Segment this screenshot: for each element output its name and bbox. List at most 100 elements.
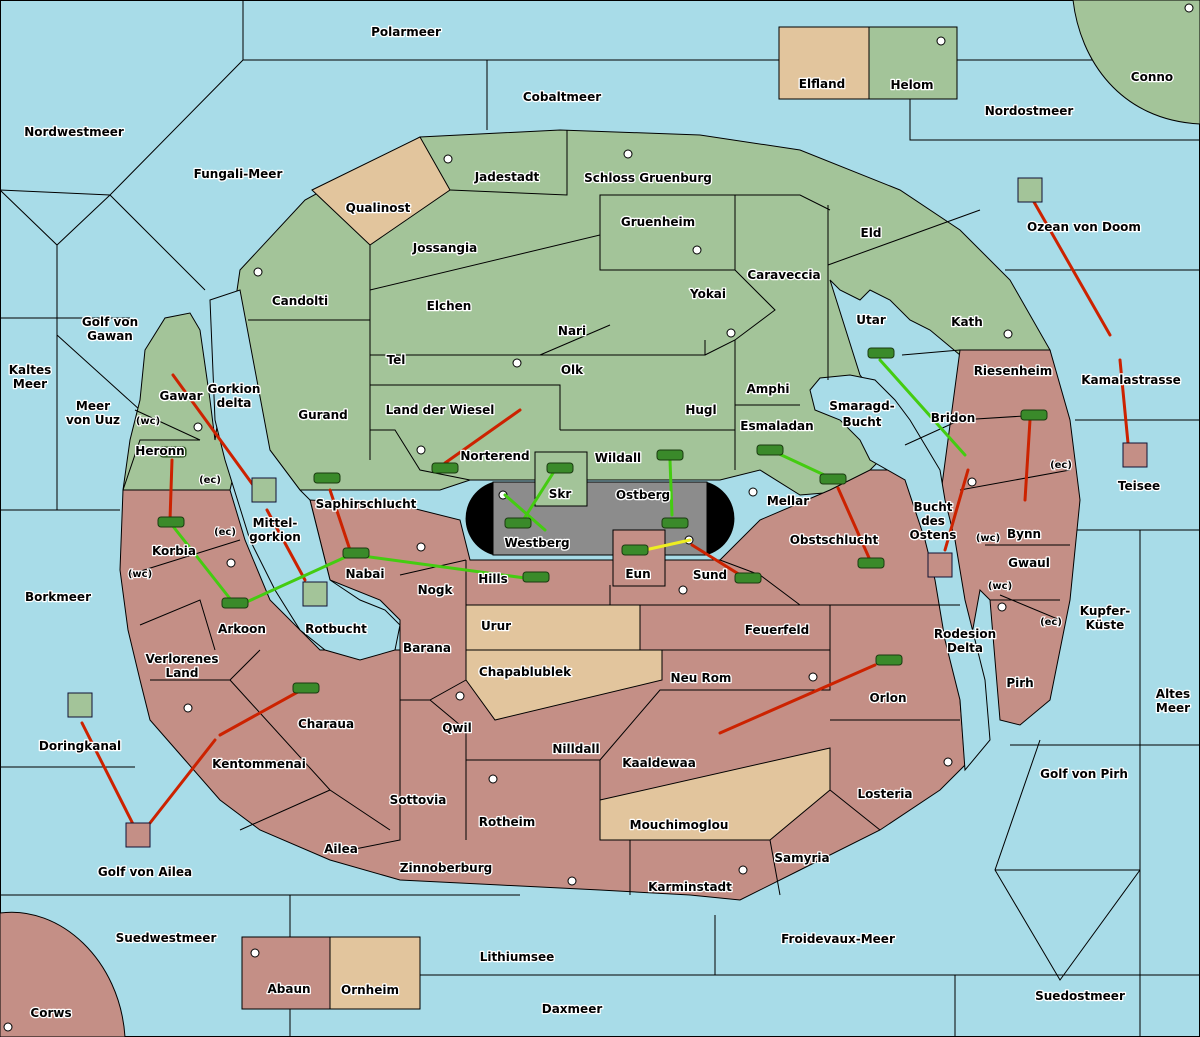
svg-text:Olk: Olk <box>561 363 584 377</box>
svg-text:Orlon: Orlon <box>869 691 906 705</box>
svg-text:Kentommenai: Kentommenai <box>212 757 306 771</box>
svg-text:Nabai: Nabai <box>346 567 385 581</box>
svg-text:Barana: Barana <box>403 641 451 655</box>
svg-text:Qualinost: Qualinost <box>346 201 411 215</box>
svg-text:Gawan: Gawan <box>87 329 133 343</box>
region-corws[interactable] <box>0 911 126 1037</box>
inner-channel-east <box>809 374 991 772</box>
units <box>67 177 1148 848</box>
svg-text:des: des <box>921 514 945 528</box>
svg-text:Yokai: Yokai <box>689 287 726 301</box>
svg-text:(ec): (ec) <box>1050 460 1072 471</box>
svg-text:delta: delta <box>217 396 252 410</box>
svg-text:Gawar: Gawar <box>159 389 202 403</box>
svg-text:Delta: Delta <box>947 641 983 655</box>
region-abaun[interactable] <box>241 936 331 1010</box>
svg-text:Bucht: Bucht <box>842 415 881 429</box>
svg-text:Küste: Küste <box>1086 618 1125 632</box>
svg-text:Altes: Altes <box>1156 687 1190 701</box>
svg-text:Ostberg: Ostberg <box>616 488 670 502</box>
svg-text:gorkion: gorkion <box>249 530 301 544</box>
svg-text:(ec): (ec) <box>1040 617 1062 628</box>
svg-text:Land der Wiesel: Land der Wiesel <box>386 403 495 417</box>
svg-text:Corws: Corws <box>30 1006 71 1020</box>
svg-text:(wc): (wc) <box>136 416 160 427</box>
svg-text:Westberg: Westberg <box>504 536 569 550</box>
svg-text:Meer: Meer <box>1156 701 1190 715</box>
svg-text:Tel: Tel <box>387 353 406 367</box>
svg-text:Golf von Pirh: Golf von Pirh <box>1040 767 1128 781</box>
svg-text:Nordostmeer: Nordostmeer <box>985 104 1074 118</box>
region-eun[interactable] <box>612 529 666 587</box>
svg-text:Skr: Skr <box>549 487 572 501</box>
svg-text:Bucht: Bucht <box>913 500 952 514</box>
svg-text:(wc): (wc) <box>128 569 152 580</box>
svg-text:Utar: Utar <box>856 313 886 327</box>
svg-text:Meer: Meer <box>13 377 47 391</box>
svg-text:Lithiumsee: Lithiumsee <box>480 950 555 964</box>
svg-text:Kaaldewaa: Kaaldewaa <box>622 756 696 770</box>
svg-text:Ozean von Doom: Ozean von Doom <box>1027 220 1141 234</box>
svg-text:Gurand: Gurand <box>298 408 348 422</box>
svg-text:Kath: Kath <box>951 315 983 329</box>
svg-text:Mittel-: Mittel- <box>253 516 298 530</box>
svg-text:Saphirschlucht: Saphirschlucht <box>316 497 417 511</box>
svg-text:Heronn: Heronn <box>135 444 184 458</box>
svg-text:Kaltes: Kaltes <box>9 363 52 377</box>
region-ornheim[interactable] <box>329 936 421 1010</box>
svg-text:Nogk: Nogk <box>418 583 454 597</box>
svg-text:Amphi: Amphi <box>746 382 789 396</box>
svg-text:Losteria: Losteria <box>857 787 912 801</box>
svg-text:Suedwestmeer: Suedwestmeer <box>116 931 217 945</box>
svg-text:Sottovia: Sottovia <box>390 793 447 807</box>
svg-text:Mouchimoglou: Mouchimoglou <box>630 818 729 832</box>
svg-text:von Uuz: von Uuz <box>66 413 120 427</box>
svg-text:Pirh: Pirh <box>1006 676 1033 690</box>
labels: Polarmeer Cobaltmeer Nordwestmeer Fungal… <box>7 24 1191 1022</box>
region-conno[interactable] <box>1072 0 1200 125</box>
svg-text:Suedostmeer: Suedostmeer <box>1035 989 1125 1003</box>
svg-text:Elfland: Elfland <box>799 77 845 91</box>
svg-text:(ec): (ec) <box>214 527 236 538</box>
svg-text:Conno: Conno <box>1131 70 1173 84</box>
svg-text:Meer: Meer <box>76 399 110 413</box>
svg-text:Hills: Hills <box>478 572 508 586</box>
svg-text:Borkmeer: Borkmeer <box>25 590 91 604</box>
svg-text:Kupfer-: Kupfer- <box>1080 604 1130 618</box>
svg-text:Jossangia: Jossangia <box>412 241 477 255</box>
svg-text:(wc): (wc) <box>988 581 1012 592</box>
svg-text:Cobaltmeer: Cobaltmeer <box>523 90 601 104</box>
svg-text:Kamalastrasse: Kamalastrasse <box>1081 373 1181 387</box>
svg-text:Smaragd-: Smaragd- <box>829 399 894 413</box>
svg-text:Eld: Eld <box>861 226 882 240</box>
svg-text:Fungali-Meer: Fungali-Meer <box>194 167 283 181</box>
svg-text:Norterend: Norterend <box>460 449 529 463</box>
svg-text:Riesenheim: Riesenheim <box>974 364 1053 378</box>
region-skr[interactable] <box>534 451 588 507</box>
svg-text:Teisee: Teisee <box>1118 479 1160 493</box>
region-chapablublek[interactable] <box>465 649 663 721</box>
svg-text:Gwaul: Gwaul <box>1008 556 1050 570</box>
svg-text:Chapablublek: Chapablublek <box>479 665 572 679</box>
svg-text:Ostens: Ostens <box>910 528 957 542</box>
svg-text:Feuerfeld: Feuerfeld <box>745 623 810 637</box>
svg-text:Land: Land <box>166 666 199 680</box>
region-elfland[interactable] <box>778 26 870 100</box>
svg-text:Charaua: Charaua <box>298 717 354 731</box>
svg-text:Verlorenes: Verlorenes <box>146 652 219 666</box>
svg-text:(ec): (ec) <box>199 475 221 486</box>
svg-text:Daxmeer: Daxmeer <box>542 1002 603 1016</box>
svg-text:Korbia: Korbia <box>152 544 196 558</box>
svg-text:Froidevaux-Meer: Froidevaux-Meer <box>781 932 895 946</box>
supply-centers <box>3 3 1194 1032</box>
svg-text:Abaun: Abaun <box>267 982 310 996</box>
svg-text:Karminstadt: Karminstadt <box>648 880 732 894</box>
svg-text:Ornheim: Ornheim <box>341 983 399 997</box>
svg-text:Bynn: Bynn <box>1007 527 1041 541</box>
svg-text:Samyria: Samyria <box>774 851 829 865</box>
svg-text:Urur: Urur <box>481 619 511 633</box>
svg-text:Sund: Sund <box>693 568 727 582</box>
svg-text:Gorkion: Gorkion <box>208 382 261 396</box>
